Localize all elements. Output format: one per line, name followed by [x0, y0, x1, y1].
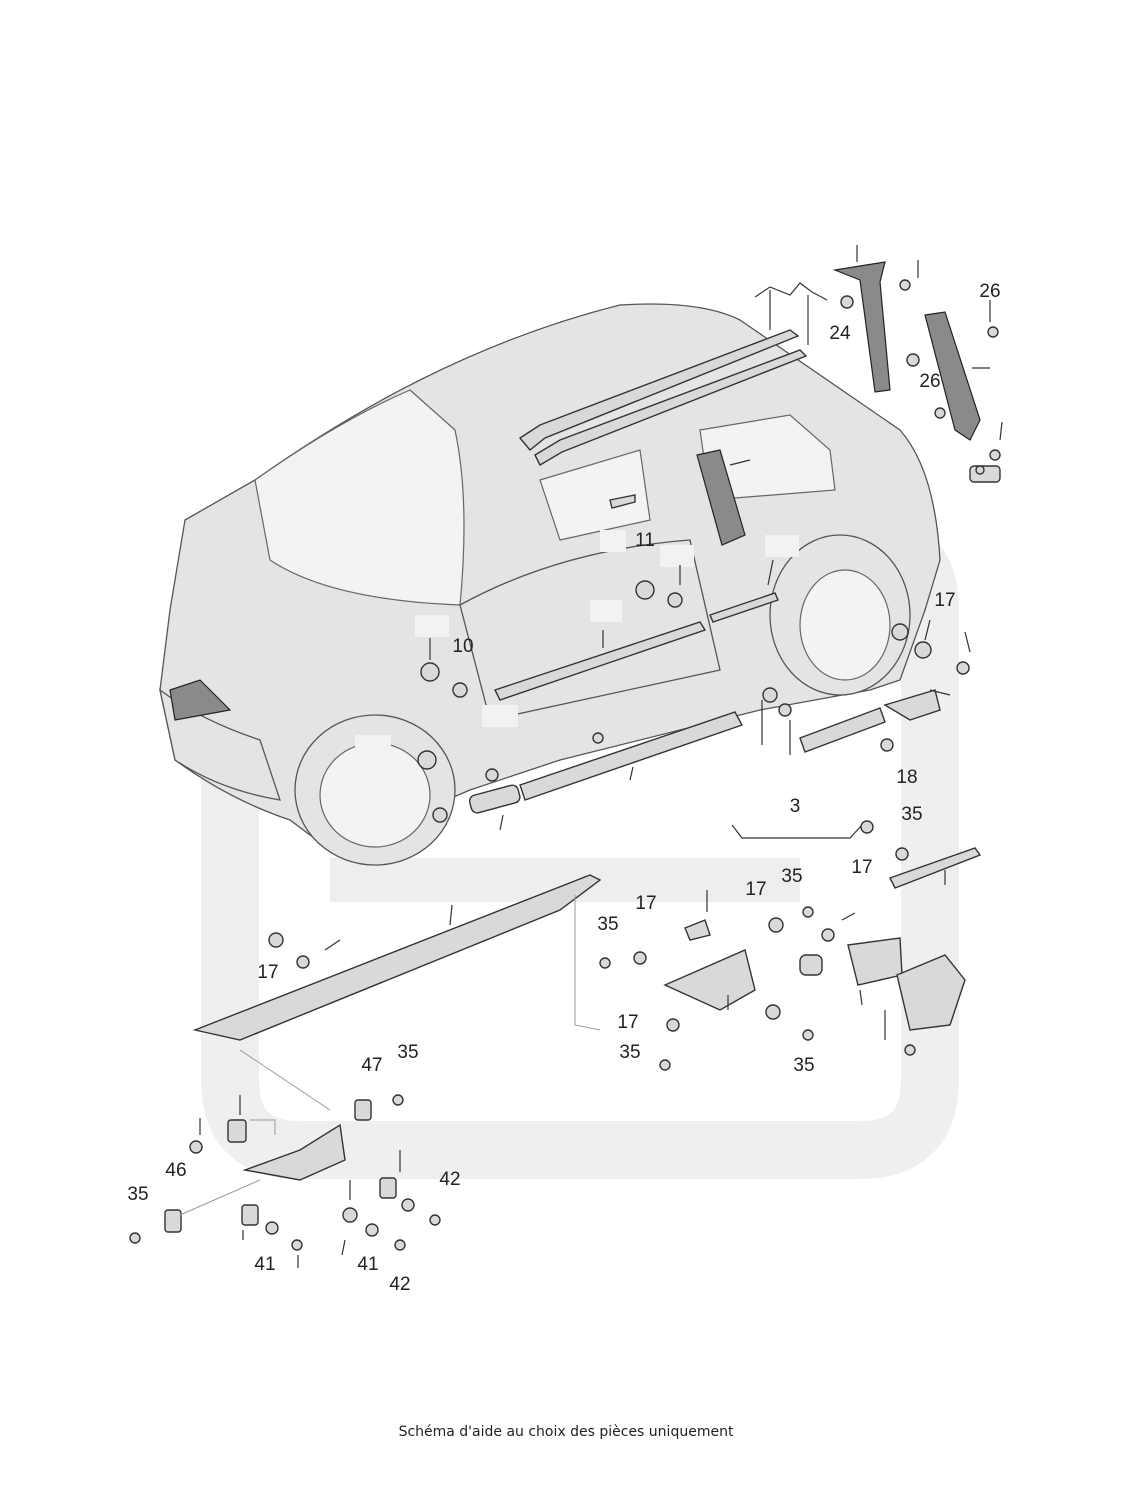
car-body: [159, 303, 941, 866]
sill-strips: [432, 687, 886, 839]
part-label-35-f: 35: [397, 1042, 418, 1063]
part-label-41-left: 41: [254, 1254, 275, 1275]
part-label-46: 46: [165, 1160, 186, 1181]
part-label-26-upper: 26: [979, 281, 1000, 302]
part-label-42-upper: 42: [439, 1169, 460, 1190]
part-label-11: 11: [635, 530, 655, 551]
part-label-35-b: 35: [781, 866, 802, 887]
part-label-17-c: 17: [745, 879, 766, 900]
part-label-17-f: 17: [617, 1012, 638, 1033]
part-label-35-g: 35: [127, 1184, 148, 1205]
part-label-3: 3: [790, 796, 801, 817]
part-label-26-lower: 26: [919, 371, 940, 392]
part-label-17-d: 17: [635, 893, 656, 914]
part-label-17-b: 17: [851, 857, 872, 878]
door-trims: [355, 494, 799, 770]
roof-rails: [518, 282, 828, 466]
bottom-bracket-assembly: [129, 1049, 441, 1268]
part-label-10: 10: [452, 636, 473, 657]
front-bracket-assembly: [574, 890, 966, 1071]
part-label-17-e: 17: [257, 962, 278, 983]
part-label-24: 24: [829, 323, 851, 344]
part-label-17-rear: 17: [934, 590, 955, 611]
sill-fasteners-mid: [860, 820, 982, 889]
diagram-caption: Schéma d'aide au choix des pièces unique…: [398, 1424, 734, 1440]
part-label-35-a: 35: [901, 804, 922, 825]
part-label-35-e: 35: [793, 1055, 814, 1076]
lower-sill-panel: [192, 874, 602, 1041]
part-label-41-right: 41: [357, 1254, 378, 1275]
part-label-35-c: 35: [597, 914, 618, 935]
part-label-47: 47: [361, 1055, 382, 1076]
rear-bracket-parts: [880, 619, 971, 752]
part-label-18: 18: [896, 767, 917, 788]
pillar-trims: [696, 245, 1003, 546]
part-label-42-lower: 42: [389, 1274, 410, 1295]
part-label-35-d: 35: [619, 1042, 640, 1063]
